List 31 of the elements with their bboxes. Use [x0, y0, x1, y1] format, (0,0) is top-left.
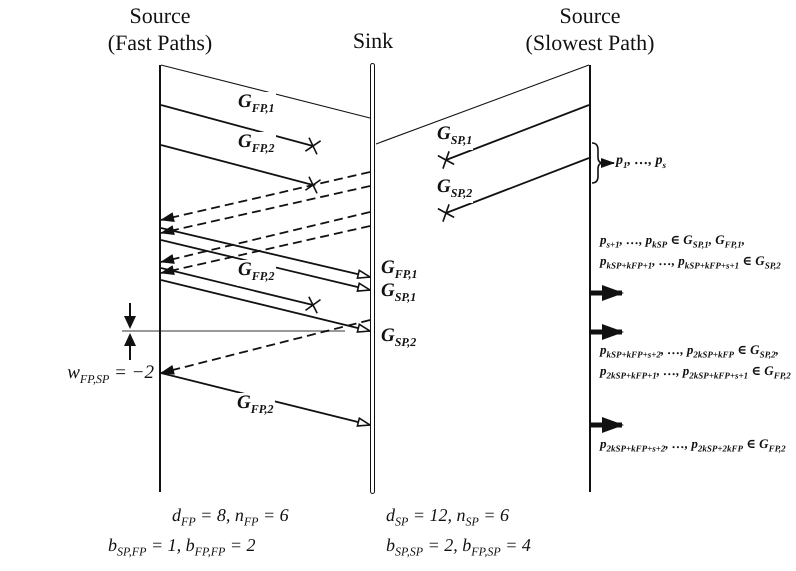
- message-arrow: [160, 319, 370, 375]
- group-label: G$_{SP,1}$: [380, 281, 418, 306]
- output-arrow: [591, 285, 624, 301]
- parameter-text: d$_{SP}$ = 12, n$_{SP}$ = 6: [386, 505, 509, 530]
- lifeline-heading: (Fast Paths): [106, 29, 214, 56]
- packet-assignment-text: p$_{kSP+kFP+s+2}$, …, p$_{2kSP+kFP}$ ∈ G$_{SP,2}$, p$_{2kSP+kFP+1}$, …, p$_{2kSP+kFP+s+1}$ ∈ G$_{FP,2}$: [600, 342, 796, 384]
- connector-line: [160, 64, 370, 119]
- packet-range-text: p$_{1}$, …, p$_{s}$: [616, 153, 666, 170]
- lifeline-heading: (Slowest Path): [524, 29, 656, 56]
- window-label: w$_{FP,SP}$ = −2: [66, 362, 154, 387]
- message-arrow: [160, 171, 370, 222]
- message-arrow: [160, 279, 371, 333]
- lifeline-heading: Sink: [352, 27, 394, 54]
- edge-label: G$_{SP,1}$: [436, 124, 474, 150]
- packet-assignment-text: p$_{2kSP+kFP+s+2}$, …, p$_{2kSP+2kFP}$ ∈ G$_{FP,2}$: [600, 436, 796, 457]
- parameter-text: b$_{SP,FP}$ = 1, b$_{FP,FP}$ = 2: [108, 535, 256, 560]
- message-arrow: [591, 324, 624, 340]
- edge-label: G$_{SP,2}$: [436, 177, 474, 203]
- lifeline-heading: Source: [558, 2, 622, 29]
- parameter-text: d$_{FP}$ = 8, n$_{FP}$ = 6: [172, 505, 289, 530]
- group-label: G$_{SP,2}$: [380, 326, 418, 351]
- message-arrow: [601, 158, 615, 168]
- message-arrow: [591, 417, 624, 433]
- parameter-text: b$_{SP,SP}$ = 2, b$_{FP,SP}$ = 4: [386, 535, 531, 560]
- edge-label: G$_{FP,2}$: [237, 260, 276, 286]
- message-arrow: [160, 211, 370, 264]
- group-label: G$_{FP,1}$: [380, 258, 419, 283]
- connector-line: [376, 64, 590, 145]
- packet-assignment-text: p$_{s+1}$, …, p$_{kSP}$ ∈ G$_{SP,1}$, G$_{FP,1}$, p$_{kSP+kFP+1}$, …, p$_{kSP+kFP+s+1}$ ∈ G$_{SP,2}$: [600, 232, 782, 272]
- message-arrow: [160, 185, 370, 236]
- lifeline-heading: Source: [128, 2, 192, 29]
